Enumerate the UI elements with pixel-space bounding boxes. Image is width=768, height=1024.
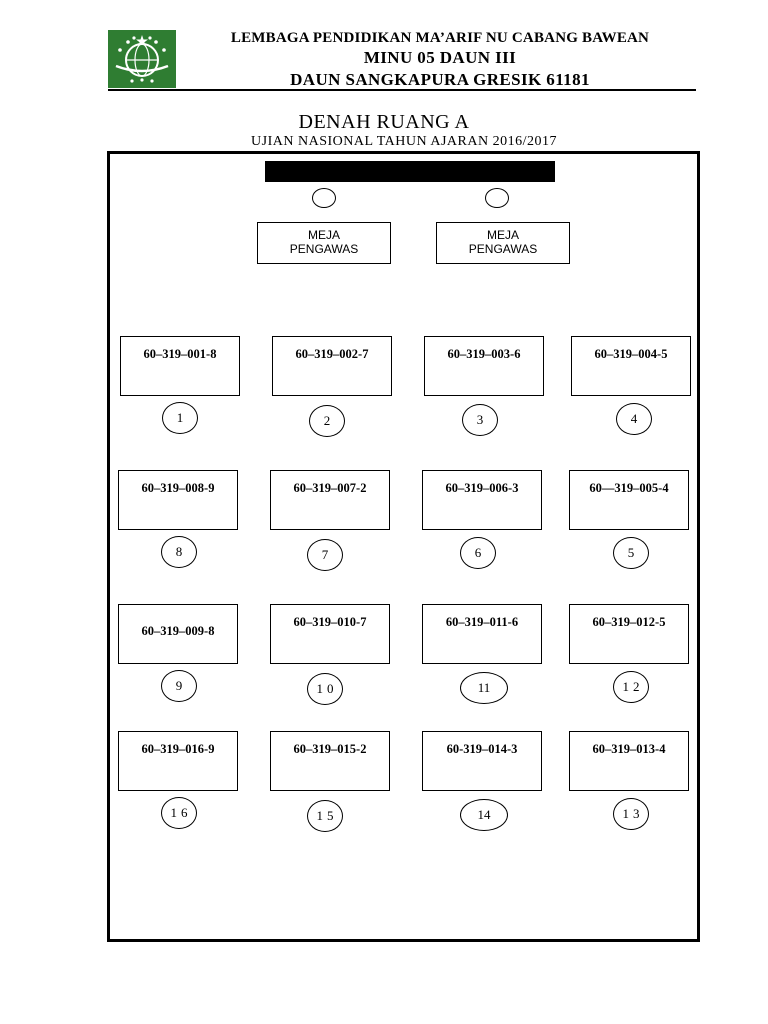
student-desk: 60–319–008-9 <box>118 470 238 530</box>
proctor-seat <box>485 188 509 208</box>
seat-number: 6 <box>460 537 496 569</box>
seat-number: 4 <box>616 403 652 435</box>
seat-number: 11 <box>460 672 508 704</box>
proctor-seat <box>312 188 336 208</box>
seat-number: 5 <box>613 537 649 569</box>
page-subtitle: UJIAN NASIONAL TAHUN AJARAN 2016/2017 <box>251 134 557 149</box>
student-desk: 60–319–002-7 <box>272 336 392 396</box>
school-address: DAUN SANGKAPURA GRESIK 61181 <box>290 70 590 89</box>
student-desk: 60—319–005-4 <box>569 470 689 530</box>
seat-number: 16 <box>161 797 197 829</box>
blackboard <box>265 161 555 182</box>
seat-number: 2 <box>309 405 345 437</box>
seat-number: 1 <box>162 402 198 434</box>
student-desk: 60–319–015-2 <box>270 731 390 791</box>
student-desk: 60-319–014-3 <box>422 731 542 791</box>
proctor-desk-label: PENGAWAS <box>289 242 359 256</box>
organization-logo <box>108 30 176 88</box>
seat-number: 10 <box>307 673 343 705</box>
header-divider <box>108 89 696 91</box>
page-title: DENAH RUANG A <box>298 111 470 133</box>
student-desk: 60–319–006-3 <box>422 470 542 530</box>
proctor-desk: MEJA PENGAWAS <box>436 222 570 264</box>
proctor-desk: MEJA PENGAWAS <box>257 222 391 264</box>
student-desk: 60–319–007-2 <box>270 470 390 530</box>
seat-number: 13 <box>613 798 649 830</box>
seat-number: 9 <box>161 670 197 702</box>
student-desk: 60–319–011-6 <box>422 604 542 664</box>
student-desk: 60–319–003-6 <box>424 336 544 396</box>
seat-number: 15 <box>307 800 343 832</box>
student-desk: 60–319–004-5 <box>571 336 691 396</box>
seat-number: 8 <box>161 536 197 568</box>
seat-number: 14 <box>460 799 508 831</box>
proctor-desk-label: MEJA <box>307 228 340 242</box>
seat-number: 3 <box>462 404 498 436</box>
student-desk: 60–319–009-8 <box>118 604 238 664</box>
seat-number: 12 <box>613 671 649 703</box>
institution-name: LEMBAGA PENDIDIKAN MA’ARIF NU CABANG BAW… <box>230 30 650 46</box>
student-desk: 60–319–013-4 <box>569 731 689 791</box>
school-name: MINU 05 DAUN III <box>363 48 517 67</box>
student-desk: 60–319–016-9 <box>118 731 238 791</box>
proctor-desk-label: MEJA <box>486 228 519 242</box>
student-desk: 60–319–010-7 <box>270 604 390 664</box>
student-desk: 60–319–012-5 <box>569 604 689 664</box>
seat-number: 7 <box>307 539 343 571</box>
proctor-desk-label: PENGAWAS <box>468 242 538 256</box>
student-desk: 60–319–001-8 <box>120 336 240 396</box>
room-outline <box>107 151 700 942</box>
nu-globe-icon <box>108 30 176 88</box>
